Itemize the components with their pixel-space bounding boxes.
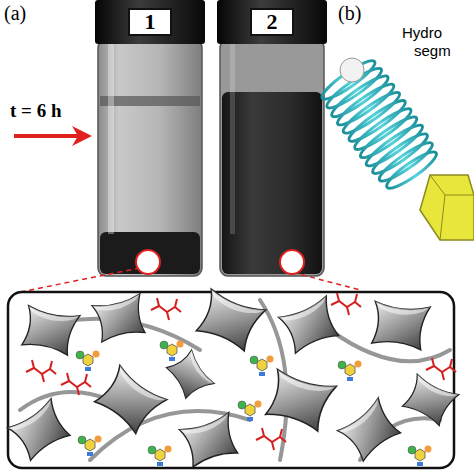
part-label: segm: [414, 42, 451, 59]
magnify-circle: [280, 250, 304, 274]
vial-label: 2: [250, 8, 294, 36]
vial-number: 2: [267, 9, 278, 35]
leader-line: [20, 268, 140, 292]
coil: [317, 55, 444, 196]
vial-cap: [217, 0, 327, 44]
vial-label: 1: [128, 8, 172, 36]
part-label: Hydro: [402, 24, 442, 41]
sphere: [340, 58, 364, 82]
vial: [220, 40, 324, 276]
time-label: t = 6 h: [10, 100, 61, 122]
vial: [98, 40, 202, 276]
polyhedron: [420, 175, 474, 240]
panel-label: (b): [338, 2, 361, 25]
arrow: [14, 134, 78, 138]
magnify-circle: [136, 250, 160, 274]
vial-cap: [95, 0, 205, 44]
vial-number: 1: [145, 9, 156, 35]
panel-label: (a): [4, 2, 26, 25]
